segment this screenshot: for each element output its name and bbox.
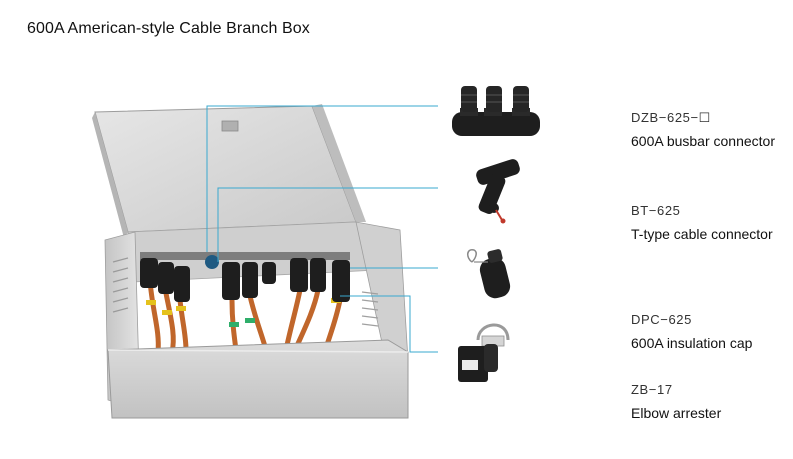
leader-line-arrester xyxy=(340,295,438,353)
insulation-cap-image xyxy=(467,249,511,299)
busbar-connector-name: 600A busbar connector xyxy=(631,133,775,149)
cabinet-lid-side xyxy=(312,104,366,222)
cabinet-front-panel xyxy=(107,339,409,419)
busbar-connector-code: DZB−625−☐ xyxy=(631,110,711,125)
leader-lines xyxy=(206,105,438,353)
elbow-arrester-image xyxy=(458,323,510,382)
t-connector-image xyxy=(476,159,520,224)
insulation-cap-name: 600A insulation cap xyxy=(631,335,753,351)
cabinet-lid-edge xyxy=(92,112,128,238)
busbar-connector-image xyxy=(452,86,540,136)
cabinet-right-side xyxy=(355,221,409,361)
cable-branch-box xyxy=(92,104,409,419)
t-connector-name: T-type cable connector xyxy=(631,226,773,242)
t-connector-code: BT−625 xyxy=(631,203,681,218)
left-louvers xyxy=(112,257,129,313)
elbow-arrester-name: Elbow arrester xyxy=(631,405,722,421)
leader-line-t-connector xyxy=(217,187,438,262)
page-title: 600A American-style Cable Branch Box xyxy=(27,20,310,37)
busbar-rail xyxy=(140,252,350,260)
elbow-arrester-code: ZB−17 xyxy=(631,382,673,397)
insulation-cap-code: DPC−625 xyxy=(631,312,692,327)
installed-connectors xyxy=(140,255,350,302)
right-louvers xyxy=(361,291,379,327)
lock-tab xyxy=(221,120,239,132)
leader-line-busbar xyxy=(206,105,438,252)
